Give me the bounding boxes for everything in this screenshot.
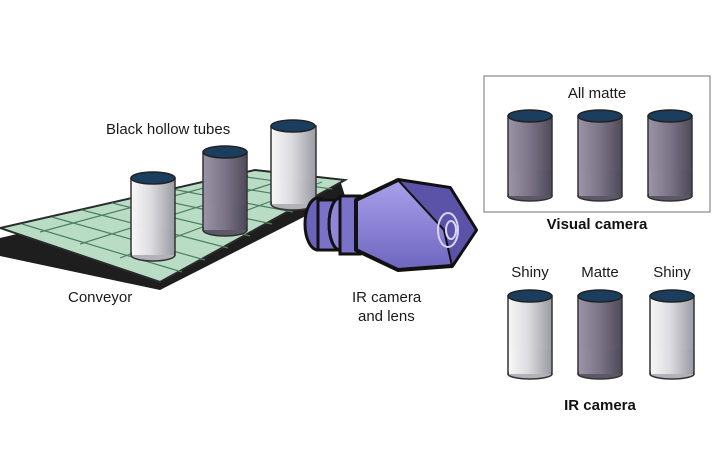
tube-shiny-back [270, 119, 317, 211]
ir-tube-shiny-right [649, 289, 695, 380]
ir-tube-shiny-left [507, 289, 553, 380]
matte-center-label: Matte [581, 264, 619, 281]
shiny-right-label: Shiny [653, 264, 691, 281]
tubes-label: Black hollow tubes [106, 121, 230, 138]
visual-tube-3 [647, 109, 693, 202]
ir-tube-matte-center [577, 289, 623, 380]
ir-camera-label-line2: and lens [358, 308, 415, 325]
tube-shiny-front [130, 171, 176, 262]
ir-camera-label-line1: IR camera [352, 289, 422, 306]
visual-tube-2 [577, 109, 623, 202]
visual-camera-title: Visual camera [547, 216, 648, 233]
conveyor-label: Conveyor [68, 289, 132, 306]
tube-matte-middle [202, 145, 248, 237]
shiny-left-label: Shiny [511, 264, 549, 281]
all-matte-label: All matte [568, 85, 626, 102]
visual-tube-1 [507, 109, 553, 202]
ir-camera-icon [303, 178, 478, 272]
ir-camera-title: IR camera [564, 397, 636, 414]
